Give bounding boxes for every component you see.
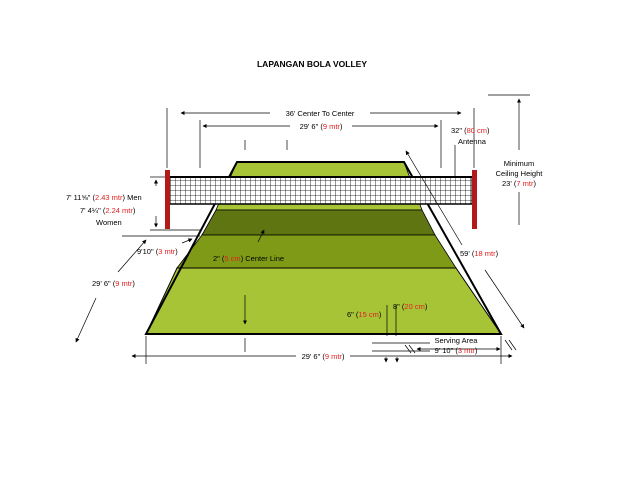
- court-length-annotation: 59' (18 mtr): [405, 150, 525, 329]
- bottom-width-dimension: 29' 6" (9 mtr): [131, 336, 513, 364]
- center-markers: [242, 140, 288, 352]
- ceiling-line-2: Ceiling Height: [496, 169, 544, 178]
- attack-line-annotation: 9'10" (3 mtr): [122, 235, 200, 256]
- center-line-label: 2" (5 cm) Center Line: [213, 254, 284, 263]
- bottom-width-label: 29' 6" (9 mtr): [302, 352, 345, 361]
- center-line-annotation: 2" (5 cm) Center Line: [213, 229, 284, 263]
- serving-area-label: Serving Area: [435, 336, 479, 345]
- center-to-center-label: 36' Center To Center: [286, 109, 355, 118]
- net-post-left: [165, 170, 170, 229]
- line-6in-label: 6" (15 cm): [347, 310, 382, 319]
- women-label: Women: [96, 218, 122, 227]
- net: [165, 170, 477, 229]
- top-width-dimension: 29' 6" (9 mtr): [199, 120, 442, 168]
- serving-area-size: 9' 10" (3 mtr): [435, 346, 478, 355]
- line-width-annotations: 8" (20 cm) 6" (15 cm): [347, 302, 428, 336]
- court-length-label: 59' (18 mtr): [460, 249, 499, 258]
- half-length-label: 29' 6" (9 mtr): [92, 279, 135, 288]
- attack-line-label: 9'10" (3 mtr): [137, 247, 178, 256]
- antenna-word-label: Antenna: [458, 137, 487, 146]
- net-height-annotation: 7' 11⅝" (2.43 mtr) Men 7' 4¼" (2.24 mtr)…: [66, 176, 200, 231]
- antenna-annotation: 32" (80 cm) Antenna: [451, 126, 490, 177]
- serving-area-annotation: Serving Area 9' 10" (3 mtr): [372, 336, 517, 363]
- ceiling-line-1: Minimum: [504, 159, 534, 168]
- line-8in-label: 8" (20 cm): [393, 302, 428, 311]
- court-far-attack-zone: [201, 209, 436, 236]
- half-length-annotation: 29' 6" (9 mtr): [75, 239, 147, 343]
- page-title: LAPANGAN BOLA VOLLEY: [257, 59, 367, 69]
- antenna-size-label: 32" (80 cm): [451, 126, 490, 135]
- ceiling-value: 23' (7 mtr): [502, 179, 536, 188]
- court-outline: [144, 161, 503, 335]
- net-height-men: 7' 11⅝" (2.43 mtr) Men: [66, 193, 142, 202]
- net-mesh: [169, 176, 473, 205]
- court-near-attack-zone: [176, 234, 457, 269]
- ceiling-annotation: Minimum Ceiling Height 23' (7 mtr): [488, 94, 544, 225]
- center-to-center-dimension: 36' Center To Center: [166, 108, 475, 168]
- top-width-label: 29' 6" (9 mtr): [300, 122, 343, 131]
- court-near-zone: [145, 267, 502, 335]
- net-post-right: [472, 170, 477, 229]
- net-height-women: 7' 4¼" (2.24 mtr): [80, 206, 136, 215]
